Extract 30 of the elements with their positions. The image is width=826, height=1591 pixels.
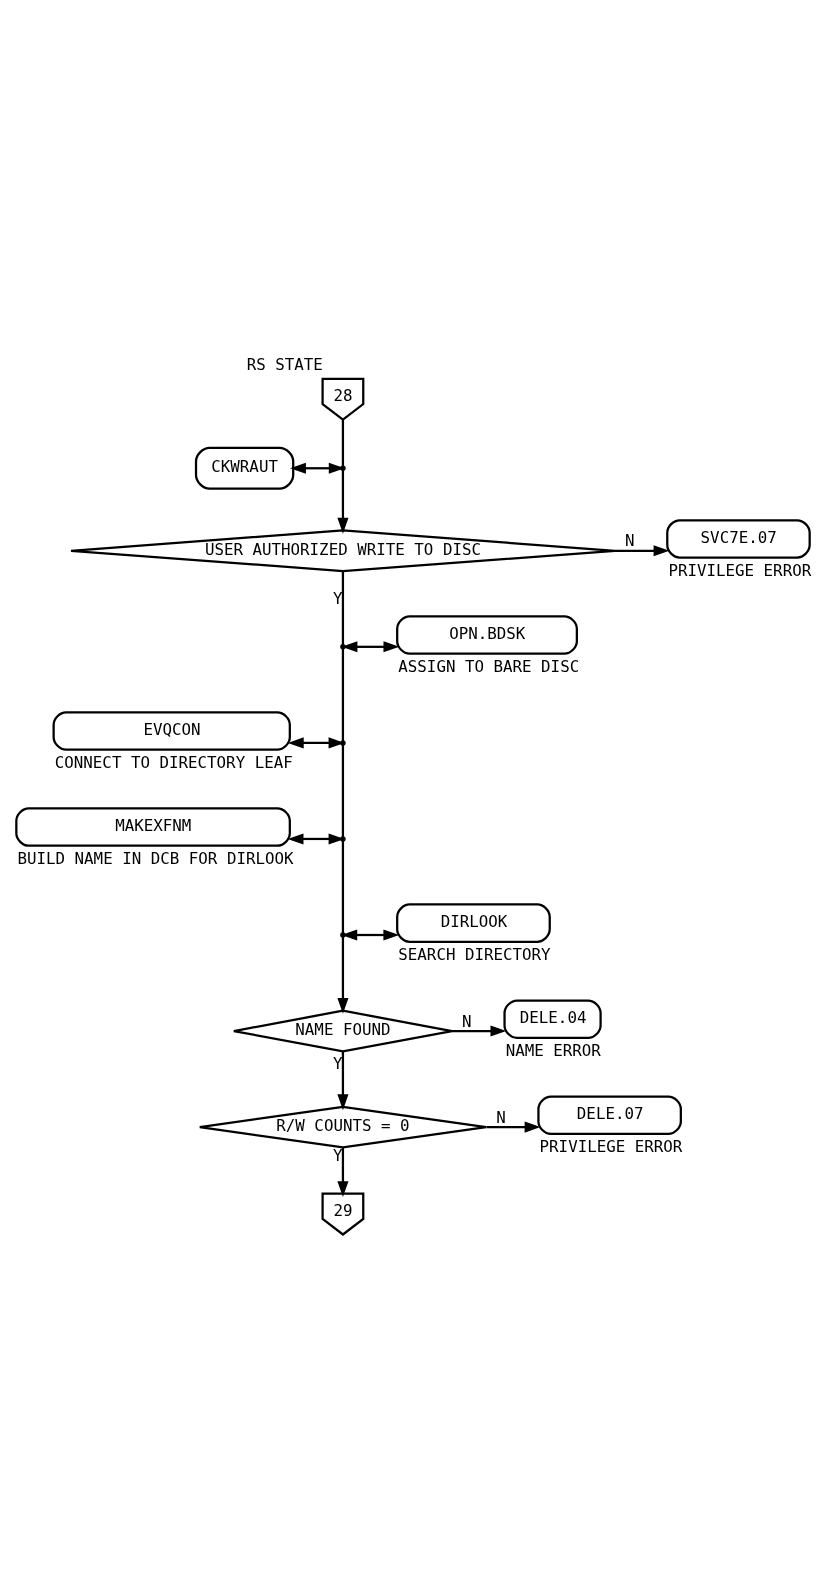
arrow — [486, 1121, 541, 1133]
node-label: PRIVILEGE ERROR — [539, 1136, 683, 1156]
edge-label: Y — [333, 1053, 343, 1073]
node-label: SEARCH DIRECTORY — [398, 944, 551, 964]
edge-label: N — [461, 1011, 472, 1031]
node-label: PRIVILEGE ERROR — [668, 560, 812, 580]
node-box: DIRLOOK — [396, 902, 551, 943]
node-diamond: NAME FOUND — [232, 1009, 454, 1053]
node-diamond: USER AUTHORIZED WRITE TO DISC — [69, 528, 616, 572]
arrow — [452, 1025, 507, 1037]
node-box: EVQCON — [52, 710, 291, 751]
node-diamond: R/W COUNTS = 0 — [198, 1105, 488, 1149]
edge-label: N — [624, 530, 635, 550]
arrow — [337, 1050, 349, 1110]
node-label: CONNECT TO DIRECTORY LEAF — [54, 752, 293, 772]
node-box: DELE.04 — [503, 998, 602, 1039]
arrow — [337, 1147, 349, 1197]
node-box: DELE.07 — [537, 1094, 682, 1135]
node-label: BUILD NAME IN DCB FOR DIRLOOK — [17, 848, 294, 868]
edge-label: Y — [333, 588, 343, 608]
node-label: NAME ERROR — [505, 1040, 601, 1060]
node-box: SVC7E.07 — [666, 518, 811, 559]
node-label: ASSIGN TO BARE DISC — [398, 656, 580, 676]
edge-label: N — [496, 1107, 506, 1127]
node-label: RS STATE — [246, 354, 323, 374]
arrow — [328, 570, 358, 1014]
node-box: CKWRAUT — [194, 446, 295, 490]
arrow — [614, 544, 670, 556]
node-box: MAKEXFNM — [15, 806, 291, 847]
node-box: OPN.BDSK — [396, 614, 578, 655]
